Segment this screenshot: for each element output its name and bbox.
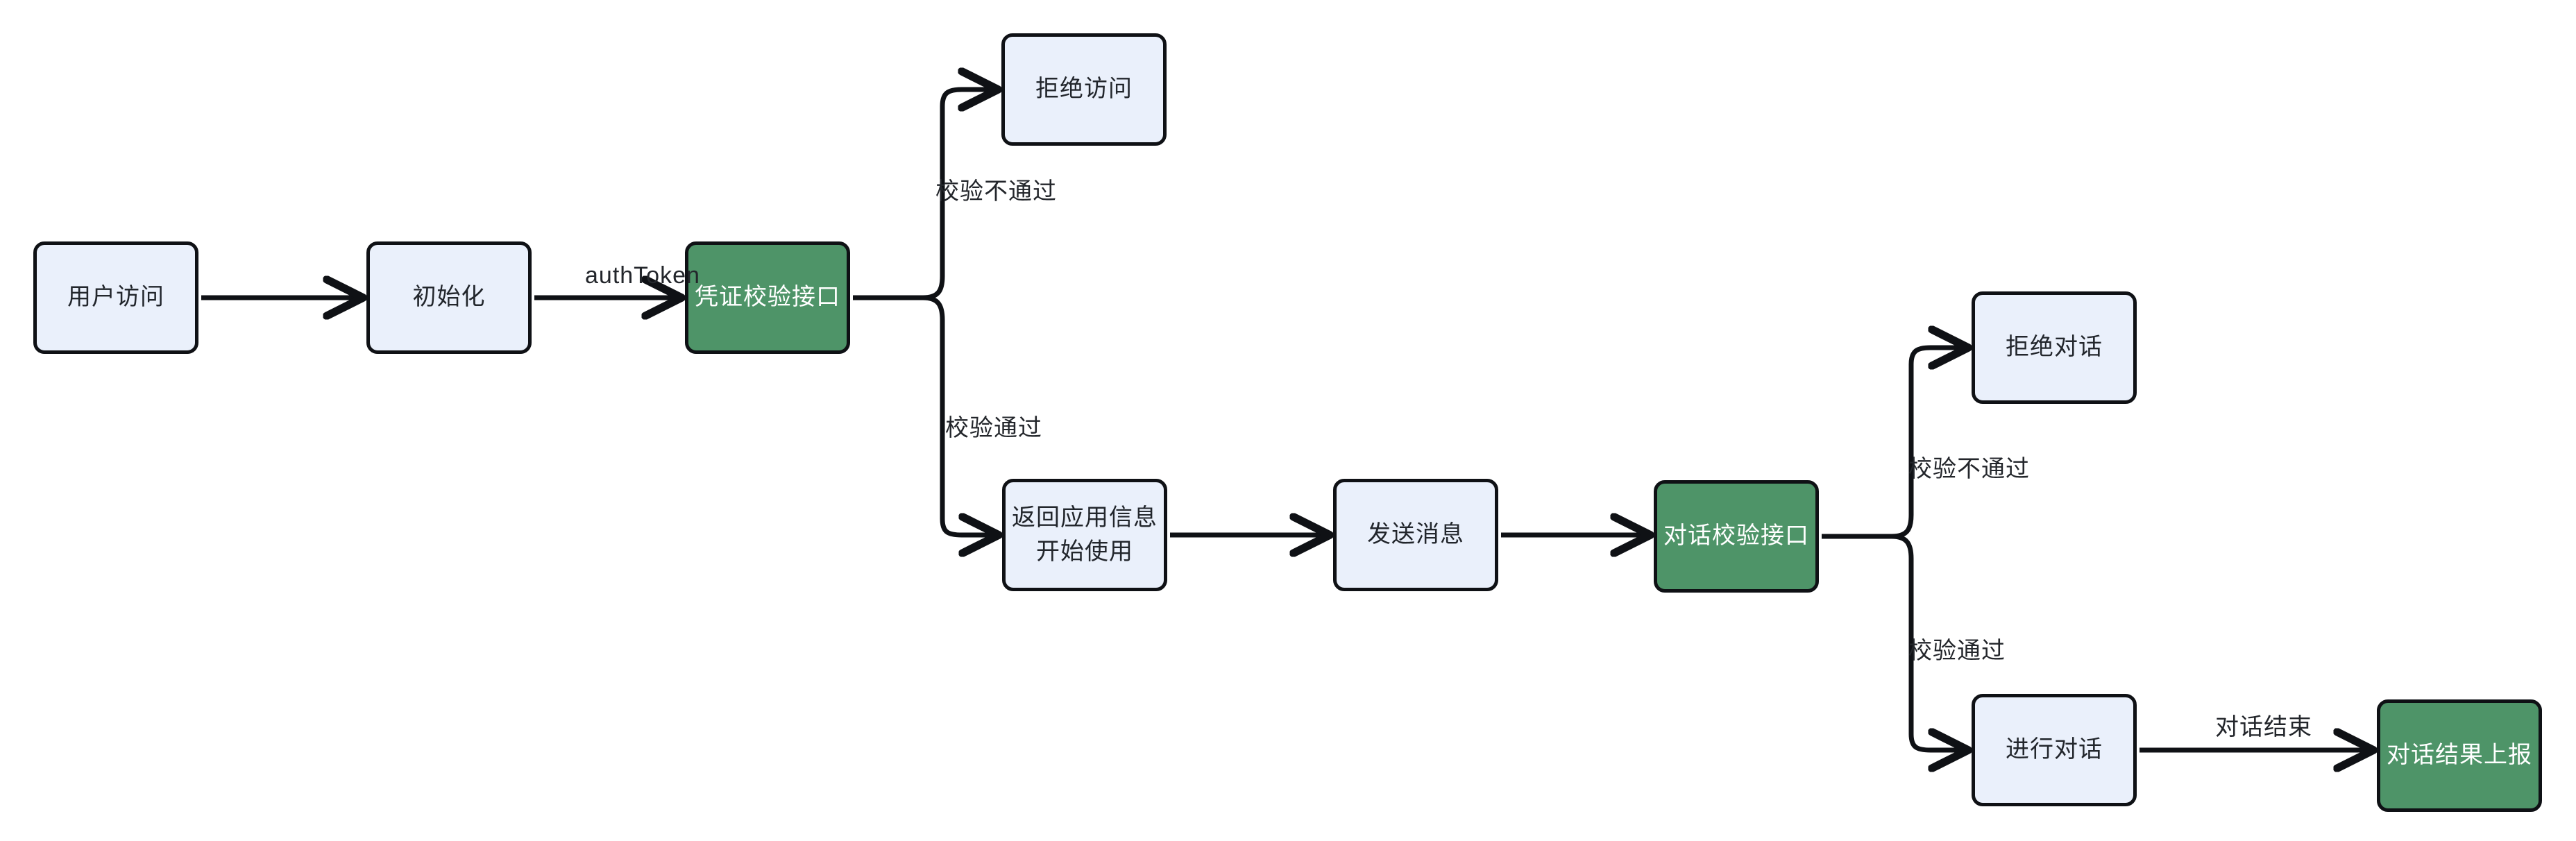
node-deny-dialog-label: 拒绝对话 — [2006, 334, 2103, 361]
node-dialog-verify-api-label: 对话校验接口 — [1663, 523, 1809, 550]
node-credential-api-label: 凭证校验接口 — [695, 284, 840, 311]
edge-label-dialog-pass: 校验通过 — [1908, 638, 2006, 664]
edge-label-credential-pass: 校验通过 — [945, 415, 1042, 441]
edge-label-dialog-end: 对话结束 — [2215, 714, 2312, 740]
edge-credential-api-to-return-app-info — [922, 295, 995, 535]
node-init[interactable]: 初始化 — [366, 241, 532, 354]
node-user-access[interactable]: 用户访问 — [33, 241, 198, 354]
node-report-result[interactable]: 对话结果上报 — [2377, 699, 2542, 812]
node-credential-api[interactable]: 凭证校验接口 — [685, 241, 850, 354]
node-init-label: 初始化 — [412, 284, 486, 311]
node-deny-access-label: 拒绝访问 — [1035, 76, 1133, 103]
node-dialog-verify-api[interactable]: 对话校验接口 — [1654, 480, 1819, 593]
node-deny-dialog[interactable]: 拒绝对话 — [1972, 291, 2137, 404]
edge-label-dialog-fail: 校验不通过 — [1908, 456, 2030, 482]
edge-dialog-verify-api-to-deny-dialog — [1891, 348, 1965, 539]
node-user-access-label: 用户访问 — [67, 284, 164, 311]
node-report-result-label: 对话结果上报 — [2387, 742, 2532, 769]
node-do-dialog-label: 进行对话 — [2006, 736, 2103, 763]
node-send-message-label: 发送消息 — [1367, 521, 1464, 548]
node-return-app-info[interactable]: 返回应用信息 开始使用 — [1002, 479, 1167, 591]
node-return-app-info-label: 返回应用信息 开始使用 — [1012, 504, 1158, 565]
edge-label-auth-token: authToken — [585, 262, 700, 289]
edge-dialog-verify-api-to-do-dialog — [1891, 534, 1965, 750]
node-send-message[interactable]: 发送消息 — [1333, 479, 1498, 591]
edge-label-credential-fail: 校验不通过 — [935, 178, 1057, 205]
edge-credential-api-to-deny-access — [922, 90, 994, 300]
node-deny-access[interactable]: 拒绝访问 — [1001, 33, 1167, 146]
node-do-dialog[interactable]: 进行对话 — [1972, 694, 2137, 806]
